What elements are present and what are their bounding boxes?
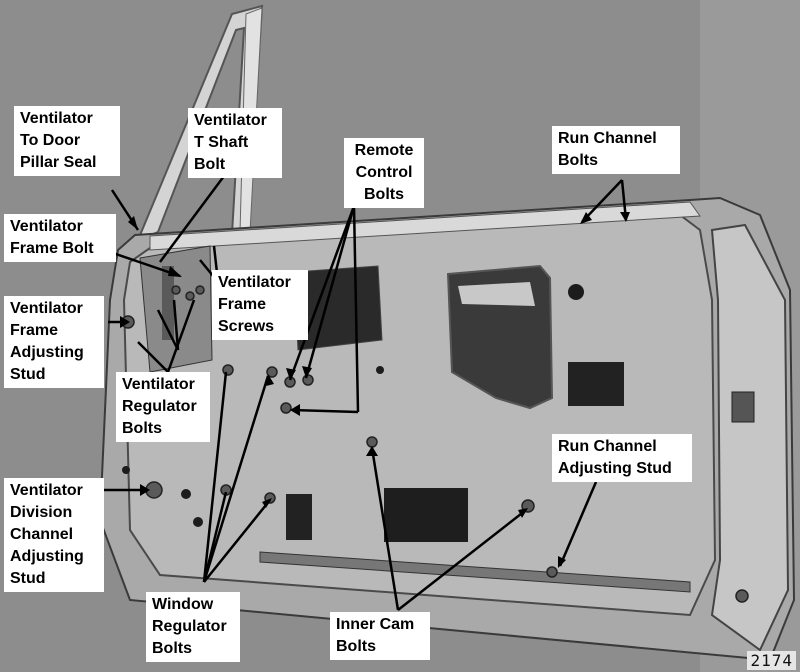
label-run-channel-bolts: Run Channel Bolts bbox=[552, 126, 680, 174]
panel-hole bbox=[122, 466, 130, 474]
bolt bbox=[735, 589, 749, 603]
bolt bbox=[546, 566, 558, 578]
label-ventilator-regulator-bolts: Ventilator Regulator Bolts bbox=[116, 372, 210, 442]
arrowhead bbox=[580, 212, 592, 224]
arrowhead bbox=[366, 446, 378, 456]
bolt bbox=[280, 402, 292, 414]
hinge-bracket bbox=[731, 391, 755, 423]
panel-hole bbox=[193, 517, 203, 527]
arrowhead bbox=[266, 374, 274, 386]
leader-line bbox=[166, 299, 196, 373]
leader-line bbox=[156, 309, 180, 351]
leader-lines bbox=[104, 167, 628, 611]
ventilator-regulator-bracket bbox=[139, 245, 213, 373]
arrowhead bbox=[302, 366, 312, 378]
label-ventilator-frame-adjusting-stud: Ventilator Frame Adjusting Stud bbox=[4, 296, 104, 388]
door-hinge-edge bbox=[710, 223, 790, 652]
access-hole-window-mechanism bbox=[458, 282, 535, 306]
access-hole-right bbox=[568, 362, 624, 406]
bolt bbox=[222, 364, 234, 376]
arrowhead bbox=[140, 484, 150, 496]
belt-molding bbox=[149, 201, 701, 251]
label-ventilator-t-shaft-bolt: Ventilator T Shaft Bolt bbox=[188, 108, 282, 178]
leader-line bbox=[558, 481, 598, 567]
bolt bbox=[266, 366, 278, 378]
arrowhead bbox=[518, 508, 528, 518]
arrowhead bbox=[558, 556, 566, 568]
figure-number: 2174 bbox=[747, 651, 796, 670]
arrowhead bbox=[286, 368, 296, 380]
arrowhead bbox=[168, 266, 182, 277]
access-hole-lower-left bbox=[286, 494, 312, 540]
leader-arrowheads bbox=[120, 212, 630, 568]
leader-line bbox=[397, 509, 527, 611]
arrowhead bbox=[120, 316, 130, 328]
label-ventilator-frame-bolt: Ventilator Frame Bolt bbox=[4, 214, 116, 262]
leader-line bbox=[202, 375, 270, 583]
leader-line bbox=[137, 341, 169, 373]
label-run-channel-adjusting-stud: Run Channel Adjusting Stud bbox=[552, 434, 692, 482]
label-ventilator-division-channel-adjusting-stud: Ventilator Division Channel Adjusting St… bbox=[4, 478, 104, 592]
leader-line bbox=[109, 250, 181, 278]
bolt bbox=[366, 436, 378, 448]
bolt bbox=[171, 285, 181, 295]
bolt bbox=[302, 374, 314, 386]
arrowhead bbox=[262, 498, 272, 508]
arrowhead bbox=[128, 216, 138, 230]
arrowhead bbox=[620, 212, 630, 222]
arrowhead bbox=[290, 404, 300, 416]
label-ventilator-to-door-pillar-seal: Ventilator To Door Pillar Seal bbox=[14, 106, 120, 176]
label-remote-control-bolts: Remote Control Bolts bbox=[344, 138, 424, 208]
panel-hole bbox=[568, 284, 584, 300]
leader-line bbox=[291, 408, 359, 414]
leader-line bbox=[288, 205, 356, 381]
leader-line bbox=[370, 447, 400, 611]
leader-line bbox=[352, 205, 360, 413]
access-hole-lower-center bbox=[384, 488, 468, 542]
leader-line bbox=[304, 205, 356, 379]
label-ventilator-frame-screws: Ventilator Frame Screws bbox=[212, 270, 308, 340]
label-inner-cam-bolts: Inner Cam Bolts bbox=[330, 612, 430, 660]
bolt bbox=[185, 291, 195, 301]
leader-line bbox=[203, 499, 271, 583]
leader-line bbox=[172, 299, 180, 351]
bolt bbox=[195, 285, 205, 295]
leader-line bbox=[158, 167, 232, 263]
panel-hole bbox=[376, 366, 384, 374]
leader-line bbox=[202, 491, 228, 583]
leader-line bbox=[202, 371, 228, 583]
panel-hole bbox=[181, 489, 191, 499]
leader-line bbox=[581, 179, 623, 223]
label-window-regulator-bolts: Window Regulator Bolts bbox=[146, 592, 240, 662]
